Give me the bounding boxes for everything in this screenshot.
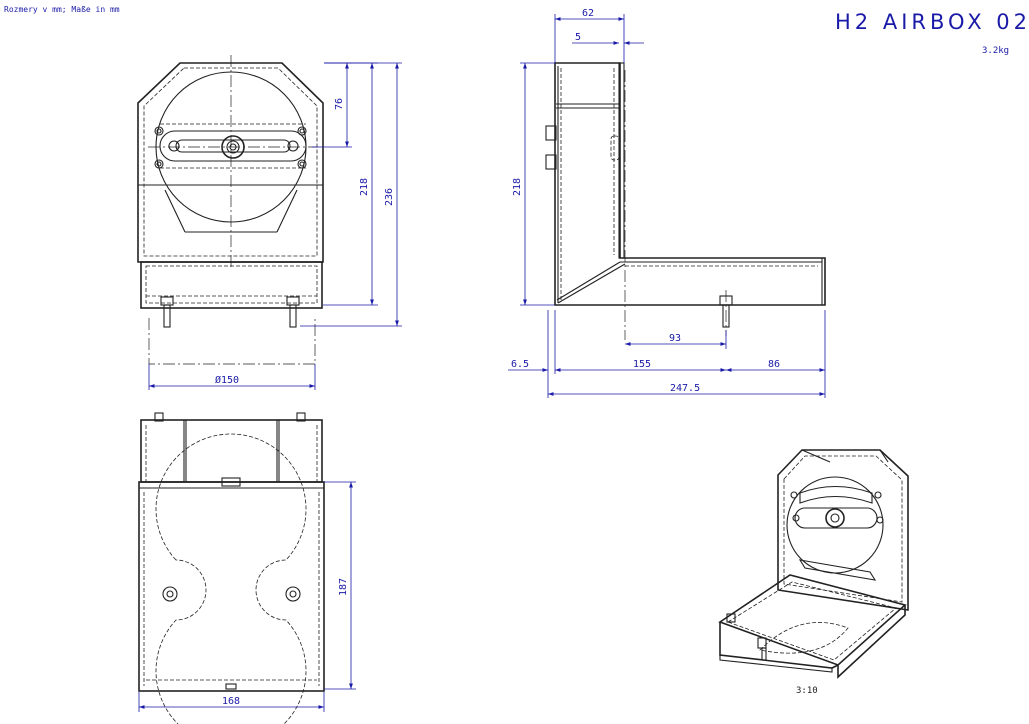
iso-scale-label: 3:10 <box>796 686 818 696</box>
units-note: Rozmery v mm; Maße in mm <box>4 5 120 14</box>
side-dim-155: 155 <box>633 359 651 370</box>
side-dim-62: 62 <box>582 8 594 19</box>
mass-label: 3.2kg <box>982 46 1009 56</box>
front-dim-76: 76 <box>334 98 345 110</box>
front-dim-diameter: Ø150 <box>215 374 239 386</box>
isometric-view <box>718 449 909 679</box>
side-dim-247-5: 247.5 <box>670 383 700 394</box>
front-dim-218: 218 <box>359 178 370 196</box>
bottom-dim-168: 168 <box>222 696 240 707</box>
front-view: 76 218 236 Ø150 <box>137 55 402 390</box>
side-dim-6-5: 6.5 <box>511 359 529 370</box>
side-dim-5: 5 <box>575 32 581 43</box>
bottom-dim-187: 187 <box>338 578 349 596</box>
side-dim-86: 86 <box>768 359 780 370</box>
side-view: 62 5 218 93 6.5 155 86 247.5 <box>508 8 826 398</box>
bottom-view: 187 168 <box>138 412 356 724</box>
drawing-title: H2 AIRBOX 02 <box>835 10 1029 34</box>
side-dim-218: 218 <box>512 178 523 196</box>
side-dim-93: 93 <box>669 333 681 344</box>
front-dim-236: 236 <box>384 188 395 206</box>
